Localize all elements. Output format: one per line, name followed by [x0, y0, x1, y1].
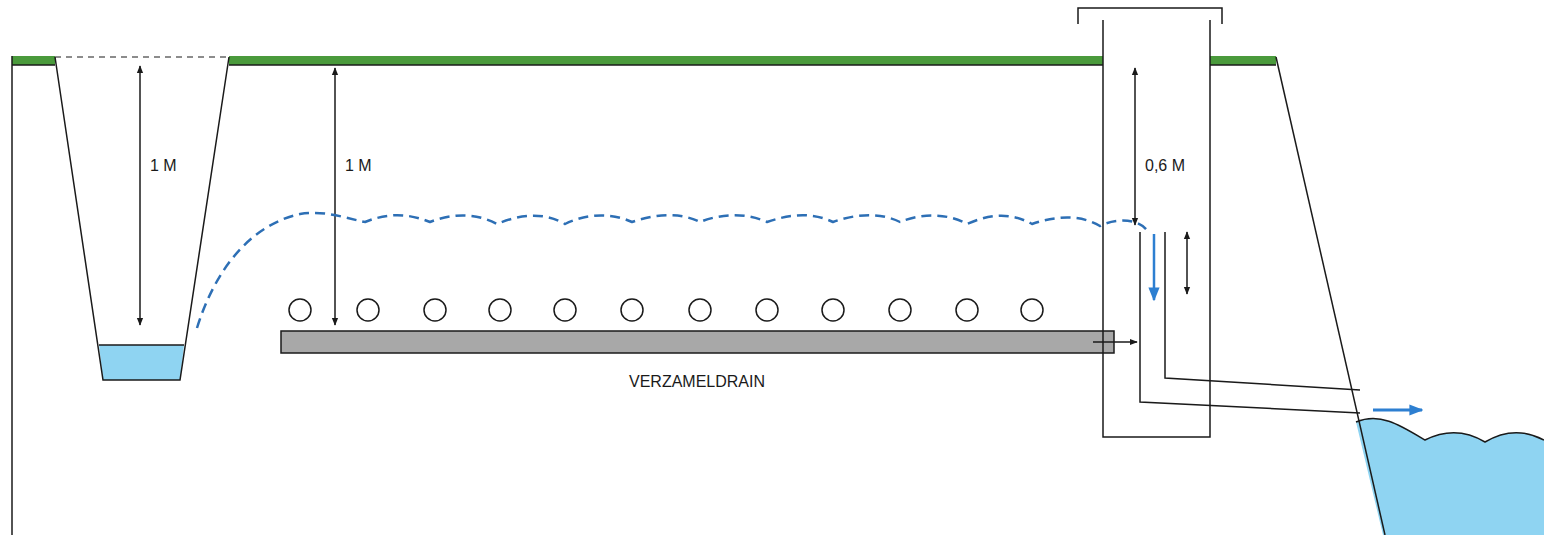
- drain-pipe: [1021, 299, 1043, 321]
- dimension-label: 1 M: [345, 157, 372, 175]
- drain-pipe: [554, 299, 576, 321]
- drain-pipe: [357, 299, 379, 321]
- drain-pipe: [822, 299, 844, 321]
- ground-surface: [12, 56, 1276, 535]
- ditch: [55, 57, 229, 380]
- dimension-arrows: [140, 66, 1187, 325]
- collector-drain: [281, 331, 1137, 353]
- drain-pipe: [756, 299, 778, 321]
- dimension-label: 1 M: [150, 157, 177, 175]
- watercourse: [1276, 57, 1544, 535]
- drain-pipe: [889, 299, 911, 321]
- drain-pipes: [289, 299, 1043, 321]
- manhole: [1078, 8, 1360, 437]
- drain-pipe: [424, 299, 446, 321]
- flow-arrow: [1373, 409, 1422, 412]
- drain-pipe: [689, 299, 711, 321]
- flow-arrow: [1153, 234, 1156, 300]
- drain-pipe: [621, 299, 643, 321]
- drain-pipe: [956, 299, 978, 321]
- drain-pipe: [489, 299, 511, 321]
- water-table-line: [197, 213, 1148, 328]
- dimension-label: 0,6 M: [1145, 157, 1185, 175]
- drain-pipe: [289, 299, 311, 321]
- part-label: VERZAMELDRAIN: [629, 373, 765, 391]
